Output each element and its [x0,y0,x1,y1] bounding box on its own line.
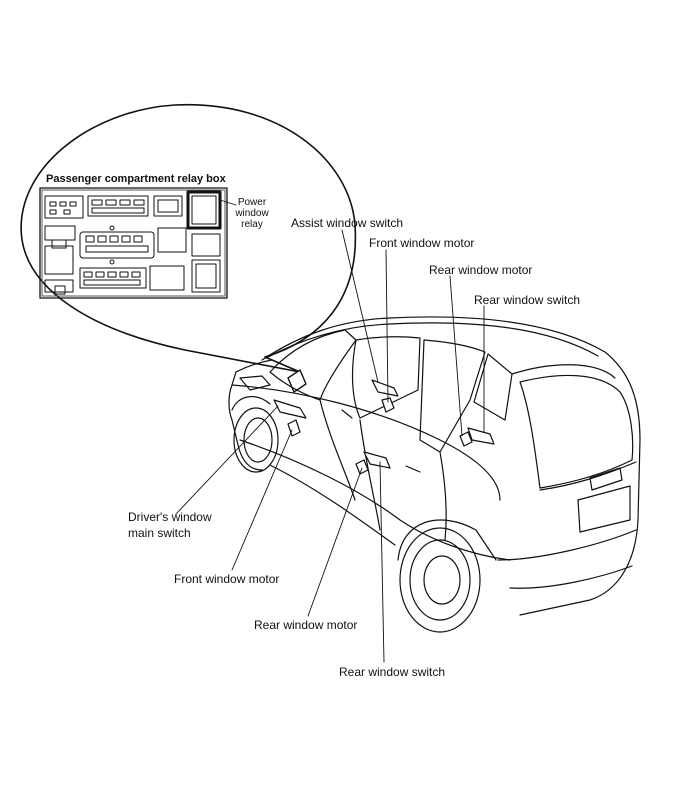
drivers-window-line2: main switch [128,526,191,540]
label-rear-window-motor-right: Rear window motor [429,263,533,277]
relay-label-line1: Power [237,197,267,208]
rear-window-motor-part-left [355,459,369,475]
leader-lines [175,229,485,663]
label-drivers-window-main-switch: Driver's window main switch [128,510,212,540]
relay-box [39,187,228,299]
rear-window-motor-part-right [459,431,473,447]
label-assist-window-switch: Assist window switch [291,216,404,230]
rear-window-switch-part-left [363,451,391,469]
relay-label-line2: window [235,208,269,219]
drivers-switch-part [273,399,307,419]
rear-window-switch-part-right [467,427,495,445]
relay-label-line3: relay [241,219,263,230]
label-rear-window-switch-right: Rear window switch [474,293,581,307]
label-rear-window-motor-left: Rear window motor [254,618,358,632]
label-front-window-motor-left: Front window motor [174,572,280,586]
car-outline [228,316,641,633]
label-rear-window-switch-left: Rear window switch [339,665,446,679]
front-window-motor-part-left [287,419,301,437]
label-front-window-motor-right: Front window motor [369,236,475,250]
power-window-relay-label: Power window relay [234,197,270,230]
relay-box-title: Passenger compartment relay box [46,173,226,185]
front-window-motor-part-right [381,397,395,413]
assist-window-switch-part [371,379,399,397]
inset-bubble [20,103,357,373]
power-window-relay [186,190,222,230]
drivers-window-line1: Driver's window [128,510,212,524]
components [273,379,495,475]
relay-box-on-car [287,369,307,393]
